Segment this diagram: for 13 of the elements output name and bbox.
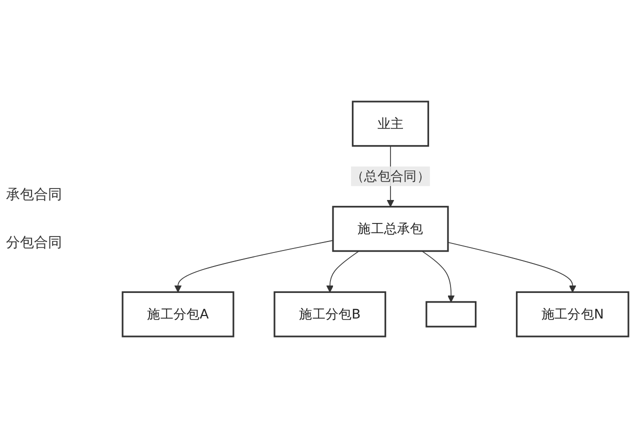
node-box: 施工分包N <box>516 291 630 338</box>
arrow <box>448 242 576 292</box>
node-box: 业主 <box>352 100 430 147</box>
node-box: 施工总承包 <box>332 206 449 252</box>
node-box: 施工分包A <box>122 291 234 338</box>
node-box <box>426 301 476 328</box>
arrow <box>174 240 334 292</box>
note-text: 承包合同 <box>6 186 63 204</box>
arrow <box>326 250 360 292</box>
note-text: 分包合同 <box>6 234 63 252</box>
arrow <box>422 250 455 302</box>
node-box: 施工分包B <box>274 291 386 338</box>
edge-label: （总包合同） <box>351 168 430 184</box>
